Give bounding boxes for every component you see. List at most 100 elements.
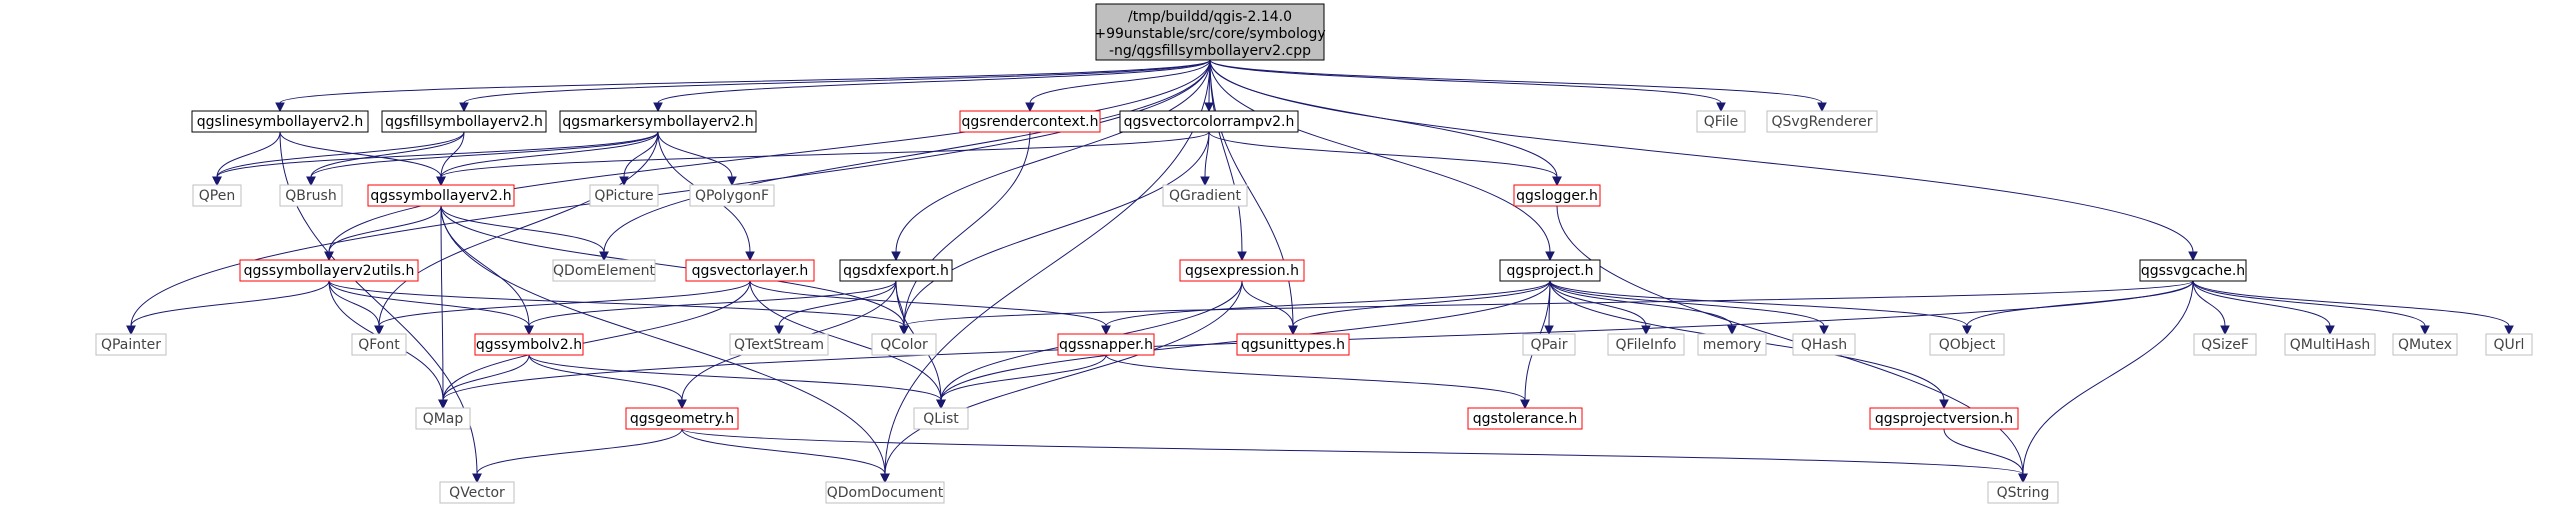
arrowhead-qgsmarkersymbollayerv2-to-QPen: [212, 176, 222, 187]
node-label-qgsproject: qgsproject.h: [1507, 263, 1594, 279]
node-label-qgsprojectversion: qgsprojectversion.h: [1875, 411, 2013, 427]
node-qgssvgcache[interactable]: qgssvgcache.h: [2139, 259, 2247, 282]
node-qgssymbollayerv2[interactable]: qgssymbollayerv2.h: [367, 184, 515, 207]
arrowhead-root-to-qgssvgcache: [2188, 251, 2198, 262]
node-label-QString: QString: [1997, 485, 2050, 501]
arrowhead-qgsproject-to-qgssnapper: [1101, 325, 1111, 336]
edge-root-to-QFile: [1209, 59, 1722, 104]
node-qgsvectorcolorrampv2[interactable]: qgsvectorcolorrampv2.h: [1119, 110, 1299, 133]
edge-qgssymbollayerv2utils-to-qgssymbolv2: [328, 280, 530, 327]
arrowhead-qgssvgcache-to-QMutex: [2420, 325, 2430, 336]
node-qgsmarkersymbollayerv2[interactable]: qgsmarkersymbollayerv2.h: [559, 110, 757, 133]
arrowhead-root-to-QSvgRenderer: [1817, 102, 1827, 113]
node-qgsdxfexport[interactable]: qgsdxfexport.h: [839, 259, 953, 282]
node-QVector: QVector: [439, 481, 515, 504]
node-QPen: QPen: [192, 184, 242, 207]
edge-qgssnapper-to-qgstolerance: [1105, 354, 1526, 401]
arrowhead-qgssvgcache-to-QMultiHash: [2325, 325, 2335, 336]
edge-qgsmarkersymbollayerv2-to-qgssymbollayerv2: [440, 131, 659, 178]
node-QFile: QFile: [1696, 110, 1746, 133]
arrowhead-qgsgeometry-to-QVector: [472, 473, 482, 484]
node-QPainter: QPainter: [95, 333, 167, 356]
node-qgslogger[interactable]: qgslogger.h: [1513, 184, 1601, 207]
node-label-QPainter: QPainter: [101, 337, 161, 353]
edge-qgssymbollayerv2utils-to-QColor: [328, 280, 905, 327]
edge-qgsmarkersymbollayerv2-to-QPen: [216, 131, 659, 178]
node-qgsprojectversion[interactable]: qgsprojectversion.h: [1869, 407, 2019, 430]
node-label-QColor: QColor: [880, 337, 928, 353]
edge-qgsdxfexport-to-qgssymbolv2: [528, 280, 897, 327]
edge-qgslinesymbollayerv2-to-QPen: [216, 131, 281, 178]
node-QString: QString: [1987, 481, 2059, 504]
arrowhead-root-to-qgslinesymbollayerv2: [275, 102, 285, 113]
edge-qgsdxfexport-to-QColor: [895, 280, 905, 327]
edge-qgsproject-to-memory: [1549, 280, 1733, 327]
node-QPicture: QPicture: [589, 184, 659, 207]
node-qgssymbollayerv2utils[interactable]: qgssymbollayerv2utils.h: [239, 259, 419, 282]
node-qgstolerance[interactable]: qgstolerance.h: [1467, 407, 1583, 430]
arrowhead-root-to-qgsproject: [1545, 251, 1555, 262]
edge-qgsgeometry-to-QString: [681, 428, 2024, 475]
edge-root-to-qgsrendercontext: [1029, 59, 1211, 104]
arrowhead-qgssvgcache-to-QSizeF: [2220, 325, 2230, 336]
node-qgsvectorlayer[interactable]: qgsvectorlayer.h: [685, 259, 815, 282]
edge-qgssymbollayerv2-to-qgssymbollayerv2utils: [328, 205, 442, 253]
arrowhead-qgssymbollayerv2utils-to-QPainter: [126, 325, 136, 336]
node-label-qgsvectorlayer: qgsvectorlayer.h: [692, 263, 809, 279]
edge-qgsfillsymbollayerv2-to-QPen: [216, 131, 465, 178]
node-label-QObject: QObject: [1939, 337, 1996, 353]
edge-qgssvgcache-to-QUrl: [2192, 280, 2510, 327]
arrowhead-root-to-qgsexpression: [1237, 251, 1247, 262]
edge-qgsprojectversion-to-QString: [1943, 428, 2024, 475]
edge-qgssymbolv2-to-QList: [528, 354, 942, 401]
node-qgssnapper[interactable]: qgssnapper.h: [1057, 333, 1155, 356]
edge-root-to-qgslinesymbollayerv2: [279, 59, 1211, 104]
node-label-QFileInfo: QFileInfo: [1616, 337, 1677, 353]
node-QBrush: QBrush: [279, 184, 343, 207]
node-qgsrendercontext[interactable]: qgsrendercontext.h: [959, 110, 1101, 133]
arrowhead-qgsvectorcolorrampv2-to-qgssymbollayerv2: [436, 176, 446, 187]
node-qgsgeometry[interactable]: qgsgeometry.h: [625, 407, 739, 430]
edge-qgssymbolv2-to-QMap: [442, 354, 530, 401]
node-qgsexpression[interactable]: qgsexpression.h: [1179, 259, 1305, 282]
root-line-3: -ng/qgsfillsymbollayerv2.cpp: [1109, 43, 1311, 59]
arrowhead-root-to-qgsvectorcolorrampv2: [1204, 102, 1214, 113]
node-label-qgsrendercontext: qgsrendercontext.h: [961, 114, 1098, 130]
arrowhead-qgsproject-to-qgsunittypes: [1288, 325, 1298, 336]
arrowhead-qgsvectorcolorrampv2-to-qgslogger: [1552, 176, 1562, 187]
edge-qgsgeometry-to-QVector: [476, 428, 683, 475]
node-QSizeF: QSizeF: [2193, 333, 2257, 356]
node-label-QPicture: QPicture: [594, 188, 653, 204]
edge-root-to-qgsfillsymbollayerv2: [463, 59, 1211, 104]
node-QHash: QHash: [1792, 333, 1856, 356]
arrowhead-root-to-qgsrendercontext: [1025, 102, 1035, 113]
arrowhead-qgssnapper-to-qgstolerance: [1520, 399, 1530, 410]
node-root-file: /tmp/buildd/qgis-2.14.0 +99unstable/src/…: [1094, 3, 1326, 61]
node-label-QDomDocument: QDomDocument: [827, 485, 944, 501]
node-qgsfillsymbollayerv2[interactable]: qgsfillsymbollayerv2.h: [381, 110, 547, 133]
edge-root-to-QSvgRenderer: [1209, 59, 1823, 104]
arrowhead-qgssvgcache-to-QObject: [1962, 325, 1972, 336]
root-line-2: +99unstable/src/core/symbology: [1094, 26, 1325, 42]
edge-qgssnapper-to-QList: [940, 354, 1107, 401]
arrowhead-qgsproject-to-memory: [1727, 325, 1737, 336]
node-qgsunittypes[interactable]: qgsunittypes.h: [1236, 333, 1350, 356]
node-QUrl: QUrl: [2485, 333, 2533, 356]
node-QPolygonF: QPolygonF: [689, 184, 775, 207]
edge-qgsvectorlayer-to-qgssnapper: [749, 280, 1107, 327]
node-qgssymbolv2[interactable]: qgssymbolv2.h: [474, 333, 584, 356]
node-label-qgstolerance: qgstolerance.h: [1473, 411, 1577, 427]
node-label-qgsgeometry: qgsgeometry.h: [630, 411, 734, 427]
edge-qgssymbollayerv2-to-QDomDocument: [440, 205, 886, 475]
edge-qgsproject-to-QHash: [1549, 280, 1825, 327]
node-qgslinesymbollayerv2[interactable]: qgslinesymbollayerv2.h: [191, 110, 369, 133]
arrowhead-qgsmarkersymbollayerv2-to-QBrush: [306, 176, 316, 187]
node-QMutex: QMutex: [2392, 333, 2458, 356]
edge-qgsmarkersymbollayerv2-to-QPolygonF: [657, 131, 733, 178]
arrowhead-qgsmarkersymbollayerv2-to-QPolygonF: [727, 176, 737, 187]
edge-qgsproject-to-QFileInfo: [1549, 280, 1647, 327]
edge-qgsvectorcolorrampv2-to-qgssymbollayerv2: [440, 131, 1210, 178]
node-QSvgRenderer: QSvgRenderer: [1766, 110, 1878, 133]
node-QColor: QColor: [871, 333, 937, 356]
node-qgsproject[interactable]: qgsproject.h: [1499, 259, 1601, 282]
